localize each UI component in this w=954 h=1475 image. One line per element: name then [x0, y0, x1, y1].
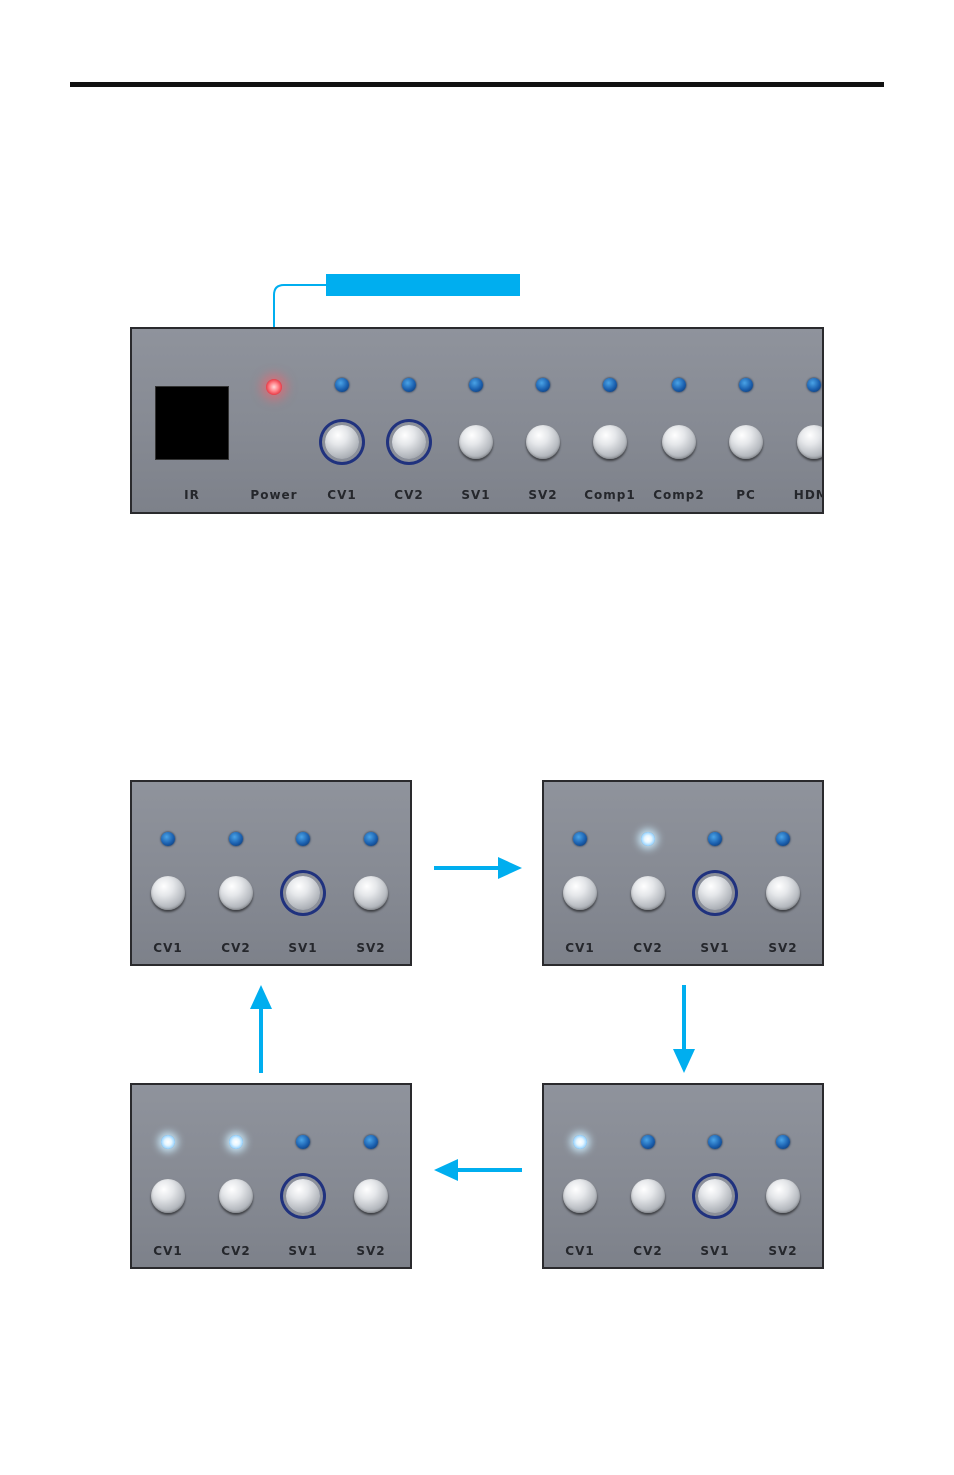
label-sv2: SV2 — [356, 1244, 386, 1258]
header-rule — [70, 82, 884, 87]
arrow-up-icon — [250, 985, 272, 1073]
led-sv1-icon — [708, 832, 722, 846]
cycle-panel-3: CV1 CV2 SV1 SV2 — [542, 1083, 824, 1269]
led-cv1-icon — [573, 1135, 587, 1149]
led-hdmi-icon — [807, 378, 821, 392]
label-hdmi: HDMI — [793, 488, 822, 502]
power-label: Power — [250, 488, 298, 502]
led-cv1-icon — [161, 1135, 175, 1149]
label-sv2: SV2 — [356, 941, 386, 955]
button-cv1[interactable] — [151, 876, 185, 910]
label-cv2: CV2 — [221, 1244, 251, 1258]
button-comp1[interactable] — [593, 425, 627, 459]
button-cv2[interactable] — [219, 1179, 253, 1213]
front-panel: IR Power CV1 CV2 SV1 SV2 Comp1 Comp2 PC HDMI — [130, 327, 824, 514]
button-sv2[interactable] — [354, 876, 388, 910]
button-cv1[interactable] — [151, 1179, 185, 1213]
led-comp1-icon — [603, 378, 617, 392]
label-sv2: SV2 — [528, 488, 558, 502]
led-sv1-icon — [296, 1135, 310, 1149]
label-sv2: SV2 — [768, 941, 798, 955]
button-cv1[interactable] — [563, 1179, 597, 1213]
led-comp2-icon — [672, 378, 686, 392]
led-cv2-icon — [402, 378, 416, 392]
label-cv2: CV2 — [633, 1244, 663, 1258]
led-sv2-icon — [536, 378, 550, 392]
label-cv2: CV2 — [394, 488, 424, 502]
led-sv2-icon — [776, 832, 790, 846]
label-sv1: SV1 — [700, 1244, 730, 1258]
label-sv1: SV1 — [700, 941, 730, 955]
led-cv2-icon — [641, 1135, 655, 1149]
led-sv1-icon — [708, 1135, 722, 1149]
button-sv2[interactable] — [766, 1179, 800, 1213]
led-cv1-icon — [573, 832, 587, 846]
power-led-icon — [266, 379, 282, 395]
label-sv1: SV1 — [288, 1244, 318, 1258]
led-cv2-icon — [229, 832, 243, 846]
button-sv1[interactable] — [286, 1179, 320, 1213]
button-hdmi[interactable] — [797, 425, 822, 459]
led-sv2-icon — [364, 832, 378, 846]
button-comp2[interactable] — [662, 425, 696, 459]
label-cv2: CV2 — [221, 941, 251, 955]
label-cv1: CV1 — [327, 488, 357, 502]
button-cv1[interactable] — [563, 876, 597, 910]
label-cv1: CV1 — [565, 941, 595, 955]
arrow-down-icon — [673, 985, 695, 1073]
label-comp1: Comp1 — [584, 488, 636, 502]
label-cv1: CV1 — [153, 941, 183, 955]
label-cv1: CV1 — [565, 1244, 595, 1258]
label-cv1: CV1 — [153, 1244, 183, 1258]
arrow-right-icon — [434, 857, 522, 879]
led-sv2-icon — [364, 1135, 378, 1149]
button-cv2[interactable] — [631, 876, 665, 910]
led-cv1-icon — [335, 378, 349, 392]
button-sv2[interactable] — [354, 1179, 388, 1213]
button-sv2[interactable] — [766, 876, 800, 910]
button-sv1[interactable] — [698, 876, 732, 910]
button-cv2[interactable] — [631, 1179, 665, 1213]
led-cv1-icon — [161, 832, 175, 846]
led-cv2-icon — [641, 832, 655, 846]
button-sv1[interactable] — [459, 425, 493, 459]
cycle-panel-1: CV1 CV2 SV1 SV2 — [130, 780, 412, 966]
label-cv2: CV2 — [633, 941, 663, 955]
label-pc: PC — [736, 488, 756, 502]
ir-label: IR — [184, 488, 200, 502]
button-pc[interactable] — [729, 425, 763, 459]
led-cv2-icon — [229, 1135, 243, 1149]
cycle-panel-4: CV1 CV2 SV1 SV2 — [130, 1083, 412, 1269]
led-sv1-icon — [296, 832, 310, 846]
button-sv1[interactable] — [286, 876, 320, 910]
arrow-left-icon — [434, 1159, 522, 1181]
label-sv1: SV1 — [461, 488, 491, 502]
button-cv1[interactable] — [325, 425, 359, 459]
led-sv2-icon — [776, 1135, 790, 1149]
button-sv2[interactable] — [526, 425, 560, 459]
label-comp2: Comp2 — [653, 488, 705, 502]
callout-box — [326, 274, 520, 296]
label-sv2: SV2 — [768, 1244, 798, 1258]
label-sv1: SV1 — [288, 941, 318, 955]
led-pc-icon — [739, 378, 753, 392]
button-cv2[interactable] — [219, 876, 253, 910]
cycle-panel-2: CV1 CV2 SV1 SV2 — [542, 780, 824, 966]
led-sv1-icon — [469, 378, 483, 392]
button-sv1[interactable] — [698, 1179, 732, 1213]
button-cv2[interactable] — [392, 425, 426, 459]
ir-sensor-window — [155, 386, 229, 460]
